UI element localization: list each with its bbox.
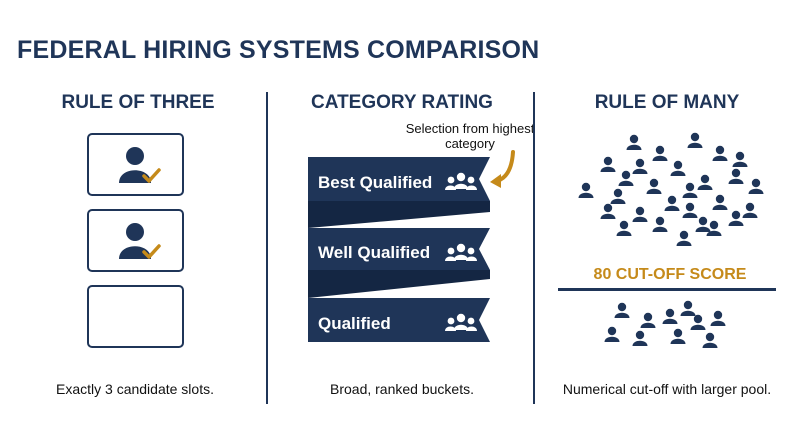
candidate-slot-3-empty — [87, 285, 184, 348]
person-icon — [664, 195, 680, 211]
person-icon — [616, 220, 632, 236]
category-label-best: Best Qualified — [318, 173, 433, 192]
person-icon — [662, 308, 678, 324]
person-check-icon — [119, 147, 161, 183]
person-icon — [640, 312, 656, 328]
category-ribbon — [308, 150, 515, 342]
person-icon — [706, 220, 722, 236]
category-band-qualified — [308, 298, 490, 342]
arrow-head-icon — [490, 174, 501, 188]
selection-note: Selection from highest category — [405, 121, 535, 151]
person-icon — [626, 134, 642, 150]
person-icon — [646, 178, 662, 194]
person-icon — [610, 188, 626, 204]
person-icon — [670, 160, 686, 176]
ribbon-fold — [308, 270, 490, 298]
column-divider — [266, 92, 268, 404]
category-label-qualified: Qualified — [318, 314, 391, 333]
rule-of-many-caption: Numerical cut-off with larger pool. — [562, 381, 772, 397]
person-icon — [604, 326, 620, 342]
person-icon — [748, 178, 764, 194]
person-icon — [712, 194, 728, 210]
person-icon — [702, 332, 718, 348]
person-icon — [697, 174, 713, 190]
category-label-well: Well Qualified — [318, 243, 431, 262]
person-icon — [618, 170, 634, 186]
candidate-slot-2 — [87, 209, 184, 272]
person-icon — [742, 202, 758, 218]
person-icon — [682, 182, 698, 198]
person-icon — [728, 210, 744, 226]
person-icon — [712, 145, 728, 161]
page-title: FEDERAL HIRING SYSTEMS COMPARISON — [17, 36, 540, 64]
category-rating-heading: CATEGORY RATING — [311, 92, 493, 113]
person-icon — [680, 300, 696, 316]
rule-of-three-caption: Exactly 3 candidate slots. — [56, 381, 214, 397]
person-icon — [676, 230, 692, 246]
person-icon — [687, 132, 703, 148]
person-icon — [728, 168, 744, 184]
person-icon — [632, 330, 648, 346]
person-icon — [682, 202, 698, 218]
cutoff-line — [558, 288, 776, 291]
category-rating-caption: Broad, ranked buckets. — [330, 381, 474, 397]
candidate-pool-above — [578, 132, 764, 246]
rule-of-three-heading: RULE OF THREE — [61, 92, 215, 113]
person-icon — [632, 158, 648, 174]
cutoff-score-label: 80 CUT-OFF SCORE — [593, 266, 747, 283]
person-icon — [600, 203, 616, 219]
category-band-best — [308, 157, 490, 201]
person-icon — [578, 182, 594, 198]
column-divider — [533, 92, 535, 404]
candidate-pool-below — [604, 300, 726, 348]
person-icon — [695, 216, 711, 232]
person-icon — [632, 206, 648, 222]
person-icon — [690, 314, 706, 330]
ribbon-fold — [308, 201, 490, 228]
category-band-well — [308, 228, 490, 270]
person-icon — [732, 151, 748, 167]
person-icon — [670, 328, 686, 344]
person-icon — [614, 302, 630, 318]
person-icon — [710, 310, 726, 326]
rule-of-many-heading: RULE OF MANY — [594, 92, 740, 113]
person-icon — [652, 216, 668, 232]
person-check-icon — [119, 223, 161, 259]
person-icon — [652, 145, 668, 161]
candidate-slot-1 — [87, 133, 184, 196]
person-icon — [600, 156, 616, 172]
